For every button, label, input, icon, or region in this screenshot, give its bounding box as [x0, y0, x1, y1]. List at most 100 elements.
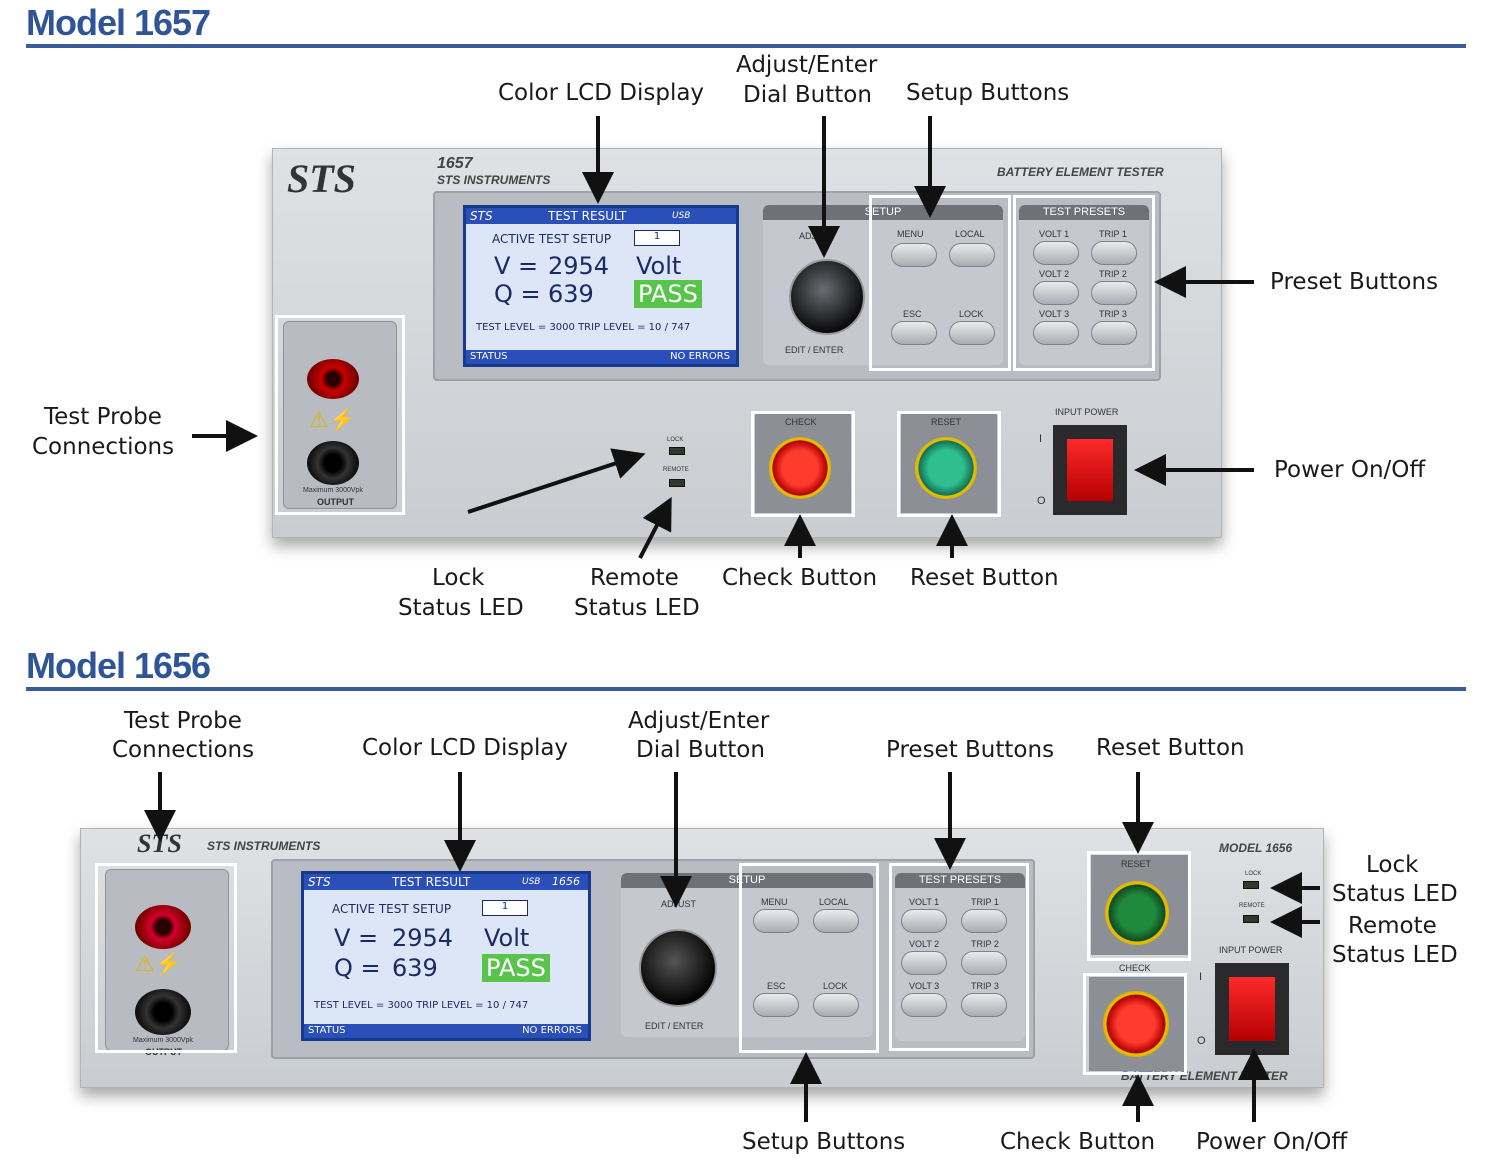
- volt1-button[interactable]: [1033, 241, 1079, 265]
- volt2-button-2[interactable]: [901, 951, 947, 975]
- title-rule: [26, 44, 1466, 48]
- local-button[interactable]: [949, 243, 995, 267]
- callout-lock-2: Status LED: [398, 595, 524, 621]
- v-value-2: 2954: [392, 924, 454, 952]
- q-value-2: 639: [392, 954, 438, 982]
- power-off-mark: O: [1037, 495, 1046, 507]
- trip1-button[interactable]: [1091, 241, 1137, 265]
- trip1-label: TRIP 1: [1099, 229, 1127, 239]
- trip1-button-2[interactable]: [961, 909, 1007, 933]
- esc-label: ESC: [903, 309, 922, 319]
- callout-reset: Reset Button: [910, 565, 1059, 591]
- lcd-brand-2: STS: [308, 875, 331, 889]
- status-label-2: STATUS: [308, 1025, 346, 1036]
- input-power-label: INPUT POWER: [1055, 407, 1119, 417]
- active-setup-label-2: ACTIVE TEST SETUP: [332, 902, 452, 916]
- menu-label: MENU: [897, 229, 924, 239]
- trip2-button[interactable]: [1091, 281, 1137, 305]
- local-button-2[interactable]: [813, 909, 859, 933]
- volt1-label: VOLT 1: [1039, 229, 1070, 239]
- red-probe-jack-2[interactable]: [135, 905, 191, 949]
- callout-probe-1: Test Probe: [44, 404, 162, 430]
- probe-highlight-2: [95, 863, 237, 1053]
- lcd-model-2: 1656: [552, 875, 580, 888]
- v-label-2: V =: [334, 924, 379, 952]
- model-number: 1657: [437, 155, 473, 172]
- esc-button[interactable]: [891, 321, 937, 345]
- black-probe-jack[interactable]: [307, 441, 359, 485]
- presets-header: TEST PRESETS: [1019, 205, 1149, 220]
- lcd-usb: USB: [672, 211, 691, 221]
- edit-enter-label-2: EDIT / ENTER: [645, 1021, 704, 1031]
- volt1-button-2[interactable]: [901, 909, 947, 933]
- adjust-dial[interactable]: [789, 259, 865, 335]
- model-1656-title: Model 1656: [26, 645, 211, 686]
- callout-lcd: Color LCD Display: [498, 80, 705, 106]
- esc-button-2[interactable]: [753, 993, 799, 1017]
- check-button[interactable]: [769, 437, 831, 499]
- status-value-2: NO ERRORS: [522, 1025, 582, 1036]
- callout-check-2: Check Button: [1000, 1129, 1156, 1155]
- callout-power-2: Power On/Off: [1196, 1129, 1348, 1155]
- lcd-levels-2: TEST LEVEL = 3000 TRIP LEVEL = 10 / 747: [314, 1000, 528, 1011]
- menu-button[interactable]: [891, 243, 937, 267]
- callout-remote-2: Status LED: [574, 595, 700, 621]
- reset-label-2: RESET: [1121, 859, 1152, 869]
- menu-button-2[interactable]: [753, 909, 799, 933]
- trip2-label-2: TRIP 2: [971, 939, 999, 949]
- edit-enter-label: EDIT / ENTER: [785, 345, 844, 355]
- max-voltage-label: Maximum 3000Vpk: [303, 487, 363, 494]
- volt3-button-2[interactable]: [901, 993, 947, 1017]
- callout-probe-2: Connections: [32, 434, 175, 460]
- test-count-2: / 747: [502, 1000, 529, 1011]
- trip2-button-2[interactable]: [961, 951, 1007, 975]
- test-level-value-2: 3000: [387, 1000, 413, 1011]
- reset-button[interactable]: [915, 437, 977, 499]
- volt2-label: VOLT 2: [1039, 269, 1070, 279]
- reset-button-2[interactable]: [1105, 881, 1169, 945]
- test-count: / 747: [664, 322, 691, 333]
- trip3-button-2[interactable]: [961, 993, 1007, 1017]
- status-value: NO ERRORS: [670, 351, 730, 362]
- power-on-mark-2: I: [1199, 971, 1203, 983]
- local-label: LOCAL: [955, 229, 985, 239]
- trip3-button[interactable]: [1091, 321, 1137, 345]
- lcd-usb-2: USB: [522, 877, 541, 887]
- menu-label-2: MENU: [761, 897, 788, 907]
- power-switch[interactable]: [1067, 439, 1113, 501]
- pass-indicator: PASS: [634, 280, 702, 308]
- lock-led: [669, 447, 685, 455]
- active-setup-value: 1: [634, 230, 680, 246]
- led-lock-label: LOCK: [667, 437, 684, 443]
- lcd-header: STS TEST RESULT USB: [466, 208, 736, 224]
- active-setup-label: ACTIVE TEST SETUP: [492, 232, 612, 246]
- callout-presets-2: Preset Buttons: [886, 737, 1055, 763]
- power-switch-2[interactable]: [1229, 977, 1275, 1041]
- callout-presets: Preset Buttons: [1270, 269, 1439, 295]
- black-probe-jack-2[interactable]: [135, 989, 191, 1035]
- lock-button[interactable]: [949, 321, 995, 345]
- red-probe-jack[interactable]: [307, 359, 359, 399]
- check-label-2: CHECK: [1119, 963, 1151, 973]
- callout-remote-1: Remote: [590, 565, 679, 591]
- output-label: OUTPUT: [317, 497, 354, 507]
- check-button-2[interactable]: [1103, 991, 1169, 1057]
- adjust-dial-2[interactable]: [639, 929, 717, 1007]
- power-off-mark-2: O: [1197, 1035, 1206, 1047]
- lcd-header-2: STS TEST RESULT USB 1656: [304, 874, 588, 890]
- maker-name-2: STS INSTRUMENTS: [207, 839, 321, 853]
- v-label: V =: [494, 252, 539, 280]
- trip1-label-2: TRIP 1: [971, 897, 999, 907]
- lock-button-2[interactable]: [813, 993, 859, 1017]
- lcd-footer-2: STATUS NO ERRORS: [304, 1024, 588, 1038]
- device-panel-1657: STS 1657 STS INSTRUMENTS BATTERY ELEMENT…: [272, 148, 1222, 538]
- callout-check: Check Button: [722, 565, 878, 591]
- max-voltage-label-2: Maximum 3000Vpk: [133, 1037, 193, 1044]
- trip2-label: TRIP 2: [1099, 269, 1127, 279]
- callout-dial-1: Adjust/Enter: [736, 52, 878, 78]
- volt3-button[interactable]: [1033, 321, 1079, 345]
- lcd-display: STS TEST RESULT USB ACTIVE TEST SETUP 1 …: [463, 205, 739, 367]
- v-unit: Volt: [636, 252, 682, 280]
- remote-led-2: [1243, 915, 1259, 923]
- volt2-button[interactable]: [1033, 281, 1079, 305]
